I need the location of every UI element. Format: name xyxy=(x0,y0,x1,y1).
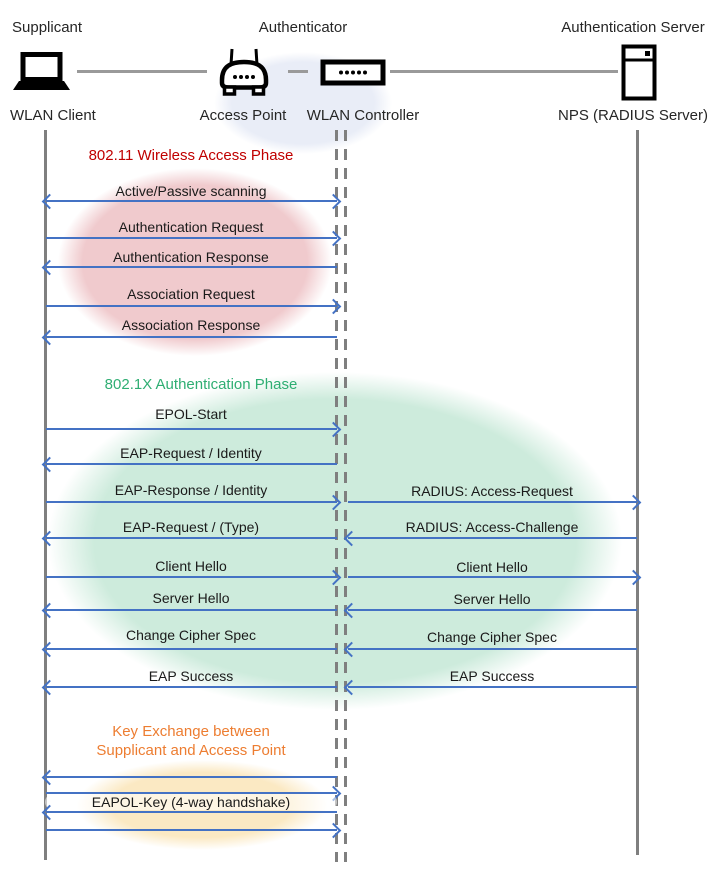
message-arrow-right xyxy=(348,569,642,585)
message-arrow-right xyxy=(46,421,342,437)
message-label-eapol-key-handshake: EAPOL-Key (4-way handshake) xyxy=(45,794,337,810)
message-arrow-left xyxy=(41,641,337,657)
role-authentication-server: Authentication Server xyxy=(561,19,705,36)
message-label-association-request: Association Request xyxy=(127,286,255,302)
message-arrow-left xyxy=(41,329,337,345)
node-access-point: Access Point xyxy=(199,107,287,124)
role-supplicant: Supplicant xyxy=(12,19,83,36)
message-arrow-left xyxy=(343,641,637,657)
message-arrow-left xyxy=(41,456,337,472)
message-arrow-left xyxy=(41,679,337,695)
message-label-change-cipher-spec: Change Cipher Spec xyxy=(126,627,256,643)
message-arrow-right xyxy=(46,569,342,585)
message-label-eap-request-identity: EAP-Request / Identity xyxy=(120,445,262,461)
lifeline-controller-left-dash xyxy=(335,130,338,862)
lifeline-controller-right-dash xyxy=(344,130,347,862)
lifeline-wlan-client xyxy=(44,130,47,860)
access-point-icon xyxy=(215,47,273,97)
phase-ellipse-wireless-access xyxy=(58,168,332,356)
message-label-eap-request-type: EAP-Request / (Type) xyxy=(122,519,260,535)
laptop-icon xyxy=(10,51,72,93)
message-arrow-right xyxy=(46,494,342,510)
message-label-change-cipher-spec: Change Cipher Spec xyxy=(427,629,557,645)
connector-ap-controller xyxy=(288,70,308,73)
server-icon xyxy=(621,44,657,101)
message-label-epol-start: EPOL-Start xyxy=(155,406,227,422)
message-arrow-left xyxy=(343,679,637,695)
message-arrow-both xyxy=(41,193,342,209)
node-nps-radius-server: NPS (RADIUS Server) xyxy=(557,107,709,124)
role-authenticator: Authenticator xyxy=(258,19,348,36)
message-label-radius-access-request: RADIUS: Access-Request xyxy=(411,483,573,499)
message-arrow-right xyxy=(46,230,342,246)
connector-client-ap xyxy=(77,70,207,73)
node-wlan-controller: WLAN Controller xyxy=(306,107,420,124)
phase-title-key-exchange-line1: Key Exchange between xyxy=(112,723,270,740)
message-label-eap-success: EAP Success xyxy=(449,668,535,684)
message-arrow-left xyxy=(343,530,637,546)
message-arrow-left xyxy=(343,602,637,618)
message-arrow-right xyxy=(46,822,342,838)
lifeline-radius-server xyxy=(636,130,639,855)
message-label-client-hello: Client Hello xyxy=(155,558,227,574)
message-arrow-left xyxy=(41,804,337,820)
message-arrow-right xyxy=(46,298,342,314)
message-label-radius-access-challenge: RADIUS: Access-Challenge xyxy=(405,519,579,535)
message-label-eap-response-identity: EAP-Response / Identity xyxy=(114,482,268,498)
message-label-server-hello: Server Hello xyxy=(453,591,531,607)
message-label-server-hello: Server Hello xyxy=(152,590,230,606)
node-wlan-client: WLAN Client xyxy=(10,107,96,124)
message-arrow-left xyxy=(41,259,337,275)
message-label-client-hello: Client Hello xyxy=(456,559,528,575)
connector-controller-server xyxy=(390,70,618,73)
message-arrow-left xyxy=(41,769,337,785)
message-label-eap-success: EAP Success xyxy=(148,668,234,684)
message-arrow-left xyxy=(41,602,337,618)
message-label-association-response: Association Response xyxy=(121,317,261,333)
message-arrow-left xyxy=(41,530,337,546)
wlan-controller-icon xyxy=(320,59,386,86)
message-label-active-passive-scanning: Active/Passive scanning xyxy=(115,183,267,199)
message-label-authentication-response: Authentication Response xyxy=(113,249,269,265)
message-label-authentication-request: Authentication Request xyxy=(118,219,264,235)
message-arrow-right xyxy=(46,785,342,801)
phase-title-wireless-access: 802.11 Wireless Access Phase xyxy=(88,147,294,164)
phase-title-key-exchange-line2: Supplicant and Access Point xyxy=(96,742,286,759)
phase-title-authentication: 802.1X Authentication Phase xyxy=(104,376,298,393)
message-arrow-right xyxy=(348,494,642,510)
